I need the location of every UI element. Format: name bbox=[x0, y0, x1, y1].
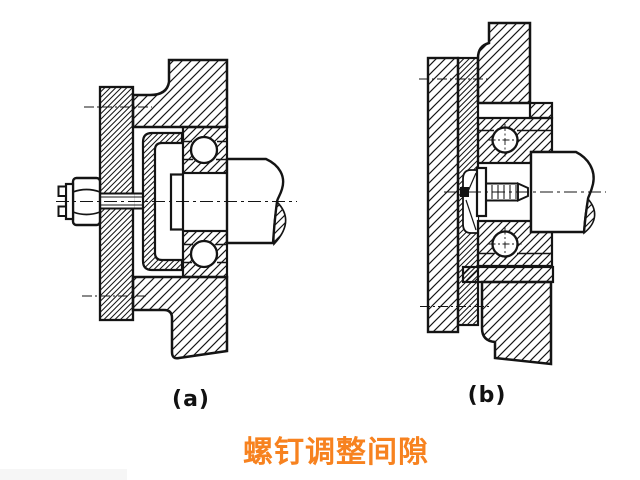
figure-a-housing-top bbox=[131, 58, 229, 129]
figure-b-retaining-lip-top bbox=[528, 101, 554, 120]
figure-a-pressure-cup bbox=[141, 131, 184, 272]
figure-a-ball-bottom bbox=[189, 239, 219, 269]
figure-a-break-sliver bbox=[272, 200, 287, 247]
figure-a-washer-tab-bottom bbox=[57, 205, 67, 217]
diagram-caption: 螺钉调整间隙 bbox=[243, 435, 429, 470]
figure-b-retaining-lip-bottom bbox=[461, 265, 555, 284]
figure-b-housing-top bbox=[476, 21, 532, 105]
figure-a-washer-tab-top bbox=[57, 185, 67, 197]
figure-a-ball-top bbox=[189, 135, 219, 165]
figure-a-label: (a) bbox=[172, 387, 210, 412]
figure-a-bearing bbox=[181, 125, 229, 279]
bottom-left-bar bbox=[0, 469, 127, 480]
figure-b-slot-mark bbox=[460, 187, 469, 197]
figure-b-break-sliver bbox=[583, 197, 596, 235]
figure-a-drawing bbox=[56, 58, 297, 360]
figure-b-housing-wall bbox=[426, 56, 460, 334]
figure-b-housing-bottom bbox=[480, 280, 553, 366]
figure-b-label: (b) bbox=[467, 383, 507, 408]
figure-b-access-recess bbox=[462, 169, 478, 234]
figure-a-housing-bottom bbox=[131, 275, 229, 360]
figure-b-drawing bbox=[419, 21, 606, 366]
